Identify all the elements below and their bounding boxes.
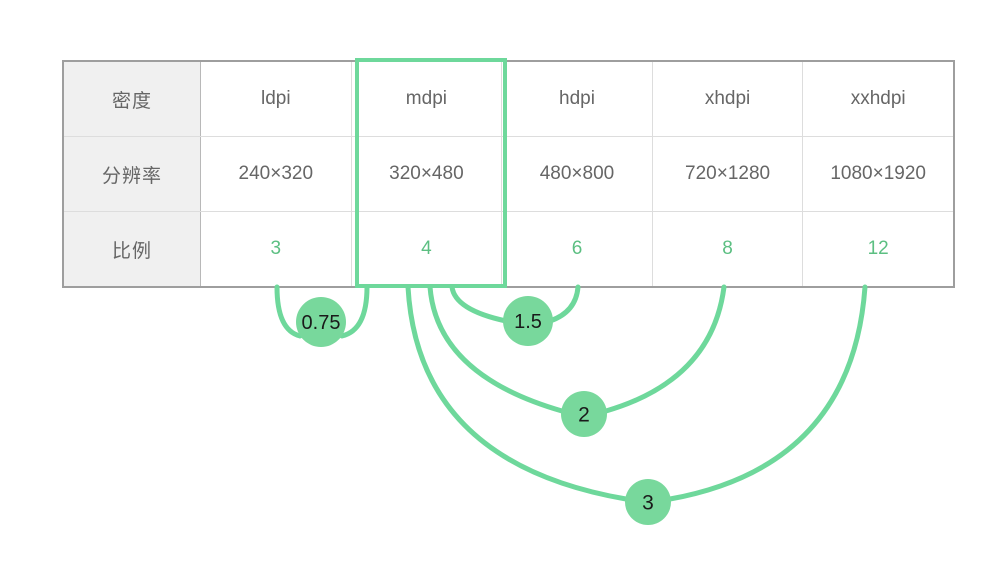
ratio-badge-2: 2 [561,391,607,437]
cell-resolution-mdpi: 320×480 [350,136,503,212]
cell-density-xxhdpi: xxhdpi [802,60,955,137]
row-header-ratio: 比例 [62,211,201,287]
table-row-resolution: 分辨率 240×320 320×480 480×800 720×1280 108… [62,136,955,212]
cell-resolution-xxhdpi: 1080×1920 [802,136,955,212]
badge-label-3: 3 [642,492,654,515]
cell-ratio-hdpi: 6 [501,211,653,287]
ratio-badge-3: 3 [625,479,671,525]
badge-circle-3 [625,479,671,525]
badge-circle-15 [503,296,553,346]
cell-ratio-xxhdpi: 12 [802,211,955,287]
cell-density-xhdpi: xhdpi [651,60,804,137]
row-header-density: 密度 [62,60,201,137]
arc-mdpi-to-hdpi-right [547,284,581,324]
arc-mdpi-to-xxhdpi-left [405,284,629,502]
cell-resolution-xhdpi: 720×1280 [651,136,804,212]
badge-label-075: 0.75 [302,312,341,334]
arc-mdpi-to-xxhdpi-right [667,284,868,502]
badge-label-2: 2 [578,404,590,427]
cell-resolution-ldpi: 240×320 [200,136,352,212]
table-row-ratio: 比例 3 4 6 8 12 [62,211,955,287]
ratio-badge-0.75: 0.75 [296,297,346,347]
density-table: 密度 ldpi mdpi hdpi xhdpi xxhdpi 分辨率 240×3… [62,60,955,288]
cell-resolution-hdpi: 480×800 [501,136,653,212]
cell-density-hdpi: hdpi [501,60,653,137]
badge-circle-2 [561,391,607,437]
arc-mdpi-to-xhdpi-left [427,284,565,414]
arc-mdpi-to-hdpi-left [449,284,509,324]
arc-ldpi-to-mdpi-right [339,284,370,339]
cell-ratio-ldpi: 3 [200,211,352,287]
ratio-badge-1.5: 1.5 [503,296,553,346]
table-row-density: 密度 ldpi mdpi hdpi xhdpi xxhdpi [62,60,955,137]
arc-mdpi-to-xhdpi-right [603,284,727,414]
cell-ratio-mdpi: 4 [350,211,503,287]
badge-circle-075 [296,297,346,347]
arc-ldpi-to-mdpi-left [274,284,303,339]
badge-label-15: 1.5 [514,311,542,333]
